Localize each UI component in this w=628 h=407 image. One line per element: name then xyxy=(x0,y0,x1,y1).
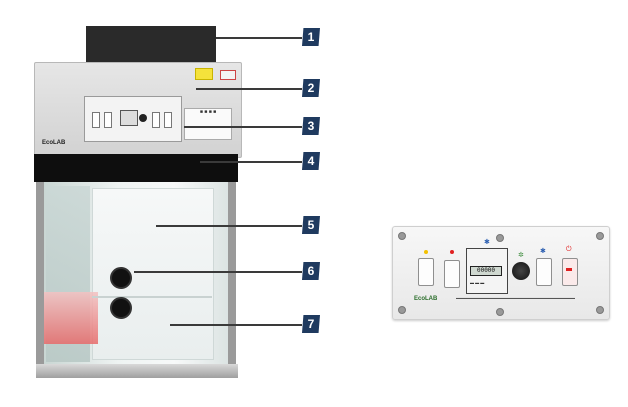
screw-icon xyxy=(496,308,504,316)
plate-switch xyxy=(164,112,172,128)
leader-line xyxy=(196,88,302,90)
screw-icon xyxy=(596,232,604,240)
panel-brand-logo: EcoLAB xyxy=(414,296,438,302)
plate-hour-meter xyxy=(120,110,138,126)
red-reflection xyxy=(38,292,98,344)
work-surface-line xyxy=(92,296,212,298)
callout-badge: 2 xyxy=(302,79,320,97)
callout-badge: 6 xyxy=(302,262,320,280)
leader-line xyxy=(216,37,302,39)
leader-line xyxy=(156,225,302,227)
plate-switch xyxy=(152,112,160,128)
indicator-led xyxy=(424,250,428,254)
hour-meter-label: ▬ ▬ ▬ xyxy=(470,280,485,285)
info-sticker: ■ ■ ■ ■ xyxy=(184,108,232,140)
uv-icon: ✱ xyxy=(540,248,546,255)
glove-port xyxy=(110,297,132,319)
frame-left xyxy=(36,182,44,368)
base-tray xyxy=(36,364,238,378)
leader-line xyxy=(170,324,302,326)
screw-icon xyxy=(398,232,406,240)
leader-line xyxy=(200,161,302,163)
uv-switch xyxy=(536,258,552,286)
blower-icon: ✲ xyxy=(518,252,524,259)
main-switch xyxy=(418,258,434,286)
callout-badge: 5 xyxy=(302,216,320,234)
callout-badge: 1 xyxy=(302,28,320,46)
frame-right xyxy=(228,182,236,368)
fan-switch xyxy=(444,260,460,288)
plate-switch xyxy=(92,112,100,128)
panel-fine-print: ▬▬▬▬▬▬▬▬▬▬▬▬▬▬▬▬▬▬▬▬▬▬▬▬▬▬▬▬▬▬▬▬▬▬ xyxy=(456,296,575,300)
screw-icon xyxy=(596,306,604,314)
glove-port xyxy=(110,267,132,289)
brand-sticker xyxy=(220,70,236,80)
screw-icon xyxy=(496,234,504,242)
power-icon: ⏻ xyxy=(566,246,572,253)
fan-icon: ✱ xyxy=(484,239,490,246)
plate-switch xyxy=(104,112,112,128)
indicator-led xyxy=(450,250,454,254)
carbon-filter xyxy=(86,26,216,64)
callout-badge: 7 xyxy=(302,315,320,333)
speed-knob xyxy=(512,262,530,280)
leader-line xyxy=(184,126,302,128)
warning-label-icon xyxy=(195,68,213,80)
callout-badge: 3 xyxy=(302,117,320,135)
hour-meter-display: 00000 xyxy=(470,266,502,276)
callout-badge: 4 xyxy=(302,152,320,170)
power-indicator xyxy=(566,268,572,271)
plate-knob xyxy=(139,114,147,122)
brand-tag: EcoLAB xyxy=(42,140,66,146)
leader-line xyxy=(134,271,302,273)
screw-icon xyxy=(398,306,406,314)
sash-header-band xyxy=(34,154,238,182)
power-switch xyxy=(562,258,578,286)
